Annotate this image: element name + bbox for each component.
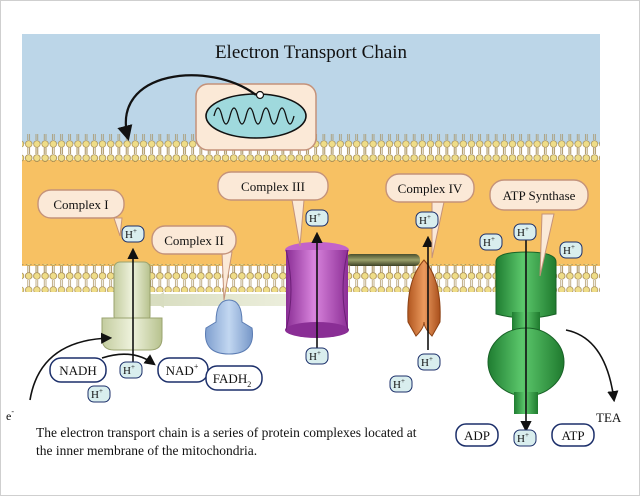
callout-complex-ii: Complex II [151, 225, 237, 301]
fadh2-label: FADH2 [205, 365, 263, 391]
proton-token: H+ [479, 233, 503, 251]
proton-token: H+ [415, 211, 439, 229]
svg-text:NADH: NADH [59, 363, 97, 378]
svg-text:H+: H+ [421, 355, 433, 369]
proton-arrows [29, 231, 619, 433]
zoom-point-icon [255, 90, 265, 100]
svg-text:H+: H+ [517, 431, 529, 445]
proton-token: H+ [121, 225, 145, 243]
svg-text:H+: H+ [123, 363, 135, 377]
proton-token: H+ [389, 375, 413, 393]
complex-ii [204, 299, 254, 355]
atp-label: ATP [551, 423, 595, 447]
svg-text:ATP: ATP [561, 428, 584, 443]
svg-text:H+: H+ [517, 225, 529, 239]
proton-token: H+ [417, 353, 441, 371]
diagram-title: Electron Transport Chain [215, 42, 408, 63]
proton-token: H+ [119, 361, 143, 379]
callout-complex-i-label: Complex I [53, 197, 108, 212]
zoom-arrow [117, 74, 257, 141]
caption-text: The electron transport chain is a series… [36, 425, 417, 458]
adp-label: ADP [455, 423, 499, 447]
callout-complex-ii-label: Complex II [164, 233, 224, 248]
molecule-labels: NADH NAD+ FADH2 ADP ATP TEA e- [6, 357, 622, 447]
mitochondrion-inset [195, 83, 317, 151]
cytochrome-c-bar [346, 254, 420, 266]
svg-text:H+: H+ [419, 213, 431, 227]
proton-token: H+ [305, 209, 329, 227]
proton-token: H+ [305, 347, 329, 365]
callout-complex-iv-label: Complex IV [398, 181, 463, 196]
proton-token: H+ [513, 223, 537, 241]
tea-label: TEA [596, 410, 622, 425]
proton-token: H+ [559, 241, 583, 259]
svg-text:FADH2: FADH2 [213, 371, 251, 389]
svg-text:H+: H+ [125, 227, 137, 241]
svg-text:H+: H+ [309, 211, 321, 225]
callout-complex-i: Complex I [37, 189, 125, 237]
electron-label: e- [6, 407, 14, 423]
callout-complex-iii: Complex III [217, 171, 329, 247]
svg-text:ADP: ADP [464, 428, 490, 443]
svg-text:NAD+: NAD+ [166, 362, 199, 378]
nadh-label: NADH [49, 357, 107, 383]
svg-text:H+: H+ [563, 243, 575, 257]
proton-tokens: H+ H+ H+ H+ H+ H+ H+ H+ [87, 209, 583, 447]
complex-i [101, 261, 163, 351]
nad-label: NAD+ [157, 357, 209, 383]
proton-token: H+ [513, 429, 537, 447]
callout-complex-iii-label: Complex III [241, 179, 305, 194]
svg-text:H+: H+ [393, 377, 405, 391]
callout-atp-synthase-label: ATP Synthase [503, 188, 576, 203]
svg-text:H+: H+ [309, 349, 321, 363]
svg-text:H+: H+ [483, 235, 495, 249]
complex-iv [407, 259, 441, 337]
svg-text:H+: H+ [91, 387, 103, 401]
proton-token: H+ [87, 385, 111, 403]
callout-atp-synthase: ATP Synthase [489, 179, 589, 277]
